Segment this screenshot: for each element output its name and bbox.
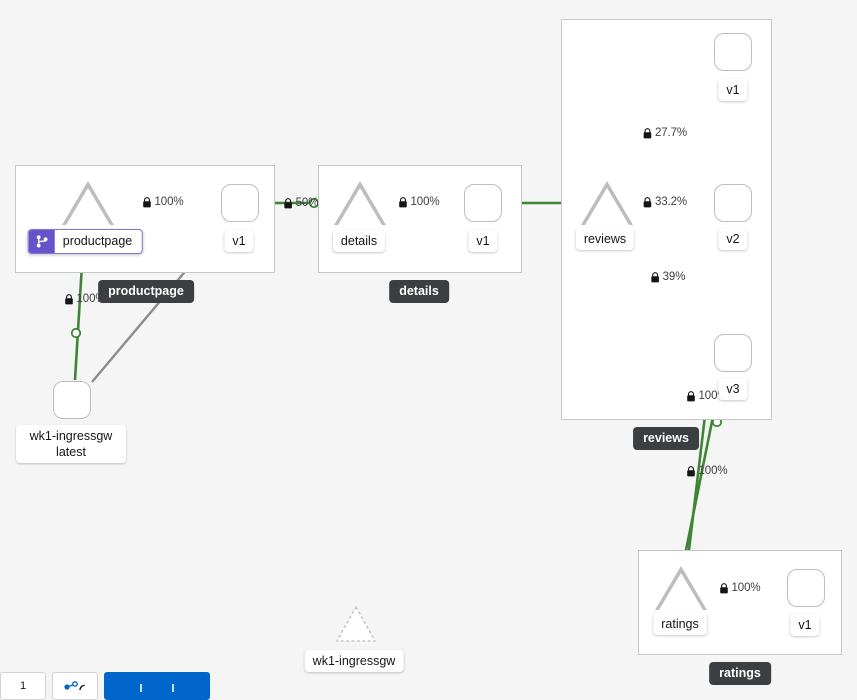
graph-toolbar[interactable]: 1 <box>0 672 210 700</box>
node-reviews-v1[interactable] <box>714 33 752 71</box>
edge-pct: 39% <box>662 271 686 283</box>
node-label-details-v1: v1 <box>468 230 498 252</box>
lock-icon <box>643 196 652 208</box>
zoom-level-text: 1 <box>19 680 27 692</box>
lock-icon <box>719 582 728 594</box>
lock-icon <box>142 196 151 208</box>
triangle-fill <box>66 188 110 225</box>
edge-pct: 27.7% <box>654 127 688 139</box>
node-label-reviews-v3: v3 <box>718 378 748 400</box>
node-reviews-v3[interactable] <box>714 334 752 372</box>
triangle-fill <box>338 188 382 225</box>
edge-label-productpage-v1-to-details[interactable]: 50% <box>284 197 319 209</box>
edge-label-productpage-to-v1[interactable]: 100% <box>142 196 184 208</box>
lock-icon <box>284 197 293 209</box>
edge-label-details-to-v1[interactable]: 100% <box>398 196 440 208</box>
edge-label-reviews-to-v3[interactable]: 39% <box>651 271 686 283</box>
edge-label-ratings-to-v1[interactable]: 100% <box>719 582 761 594</box>
edge-label-reviews-to-v1[interactable]: 27.7% <box>643 127 687 139</box>
lock-icon <box>64 293 73 305</box>
triangle-fill <box>659 573 703 610</box>
group-tag-reviews[interactable]: reviews <box>633 427 699 450</box>
node-label-reviews-v1: v1 <box>718 79 748 101</box>
edge-pct: 100% <box>698 465 728 477</box>
group-tag-productpage[interactable]: productpage <box>98 280 194 303</box>
node-label-ratings-v1: v1 <box>790 614 820 636</box>
node-wk1-ingressgw-service-ghost[interactable] <box>333 604 377 644</box>
group-tag-ratings[interactable]: ratings <box>709 662 771 685</box>
group-tag-details[interactable]: details <box>389 280 449 303</box>
lock-icon <box>398 196 407 208</box>
node-label-productpage-text: productpage <box>62 234 133 248</box>
primary-action-button[interactable] <box>104 672 210 700</box>
edge-pct: 100% <box>154 196 184 208</box>
lock-icon <box>643 127 652 139</box>
fit-screen-icon <box>64 681 85 691</box>
edge-label-reviews-to-v2[interactable]: 33.2% <box>643 196 687 208</box>
node-ratings-v1[interactable] <box>787 569 825 607</box>
workflow-icon <box>28 230 55 253</box>
node-label-wk1-ingressgw: wk1-ingressgw latest <box>16 425 126 463</box>
node-label-reviews-v2: v2 <box>718 228 748 250</box>
node-wk1-ingressgw[interactable] <box>53 381 91 419</box>
node-label-details: details <box>332 230 386 252</box>
edge-label-reviews-v3-to-ratings[interactable]: 100% <box>686 465 728 477</box>
edge-pct: 33.2% <box>654 196 688 208</box>
node-label-reviews: reviews <box>575 228 635 250</box>
edge-pct: 100% <box>731 582 761 594</box>
node-productpage-v1[interactable] <box>221 184 259 222</box>
lock-icon <box>686 390 695 402</box>
node-label-ratings: ratings <box>653 613 707 635</box>
fit-to-screen-button[interactable] <box>52 672 98 700</box>
node-label-wk1-ingressgw-ghost: wk1-ingressgw <box>304 650 404 672</box>
primary-action-icon <box>140 684 174 692</box>
edge-pct: 50% <box>295 197 319 209</box>
zoom-level-button[interactable]: 1 <box>0 672 46 700</box>
lock-icon <box>686 465 695 477</box>
node-reviews-v2[interactable] <box>714 184 752 222</box>
lock-icon <box>651 271 660 283</box>
node-label-productpage[interactable]: productpage <box>27 229 143 254</box>
node-details-v1[interactable] <box>464 184 502 222</box>
edge-pct: 100% <box>410 196 440 208</box>
triangle-fill <box>585 188 629 225</box>
node-label-productpage-v1: v1 <box>224 230 254 252</box>
